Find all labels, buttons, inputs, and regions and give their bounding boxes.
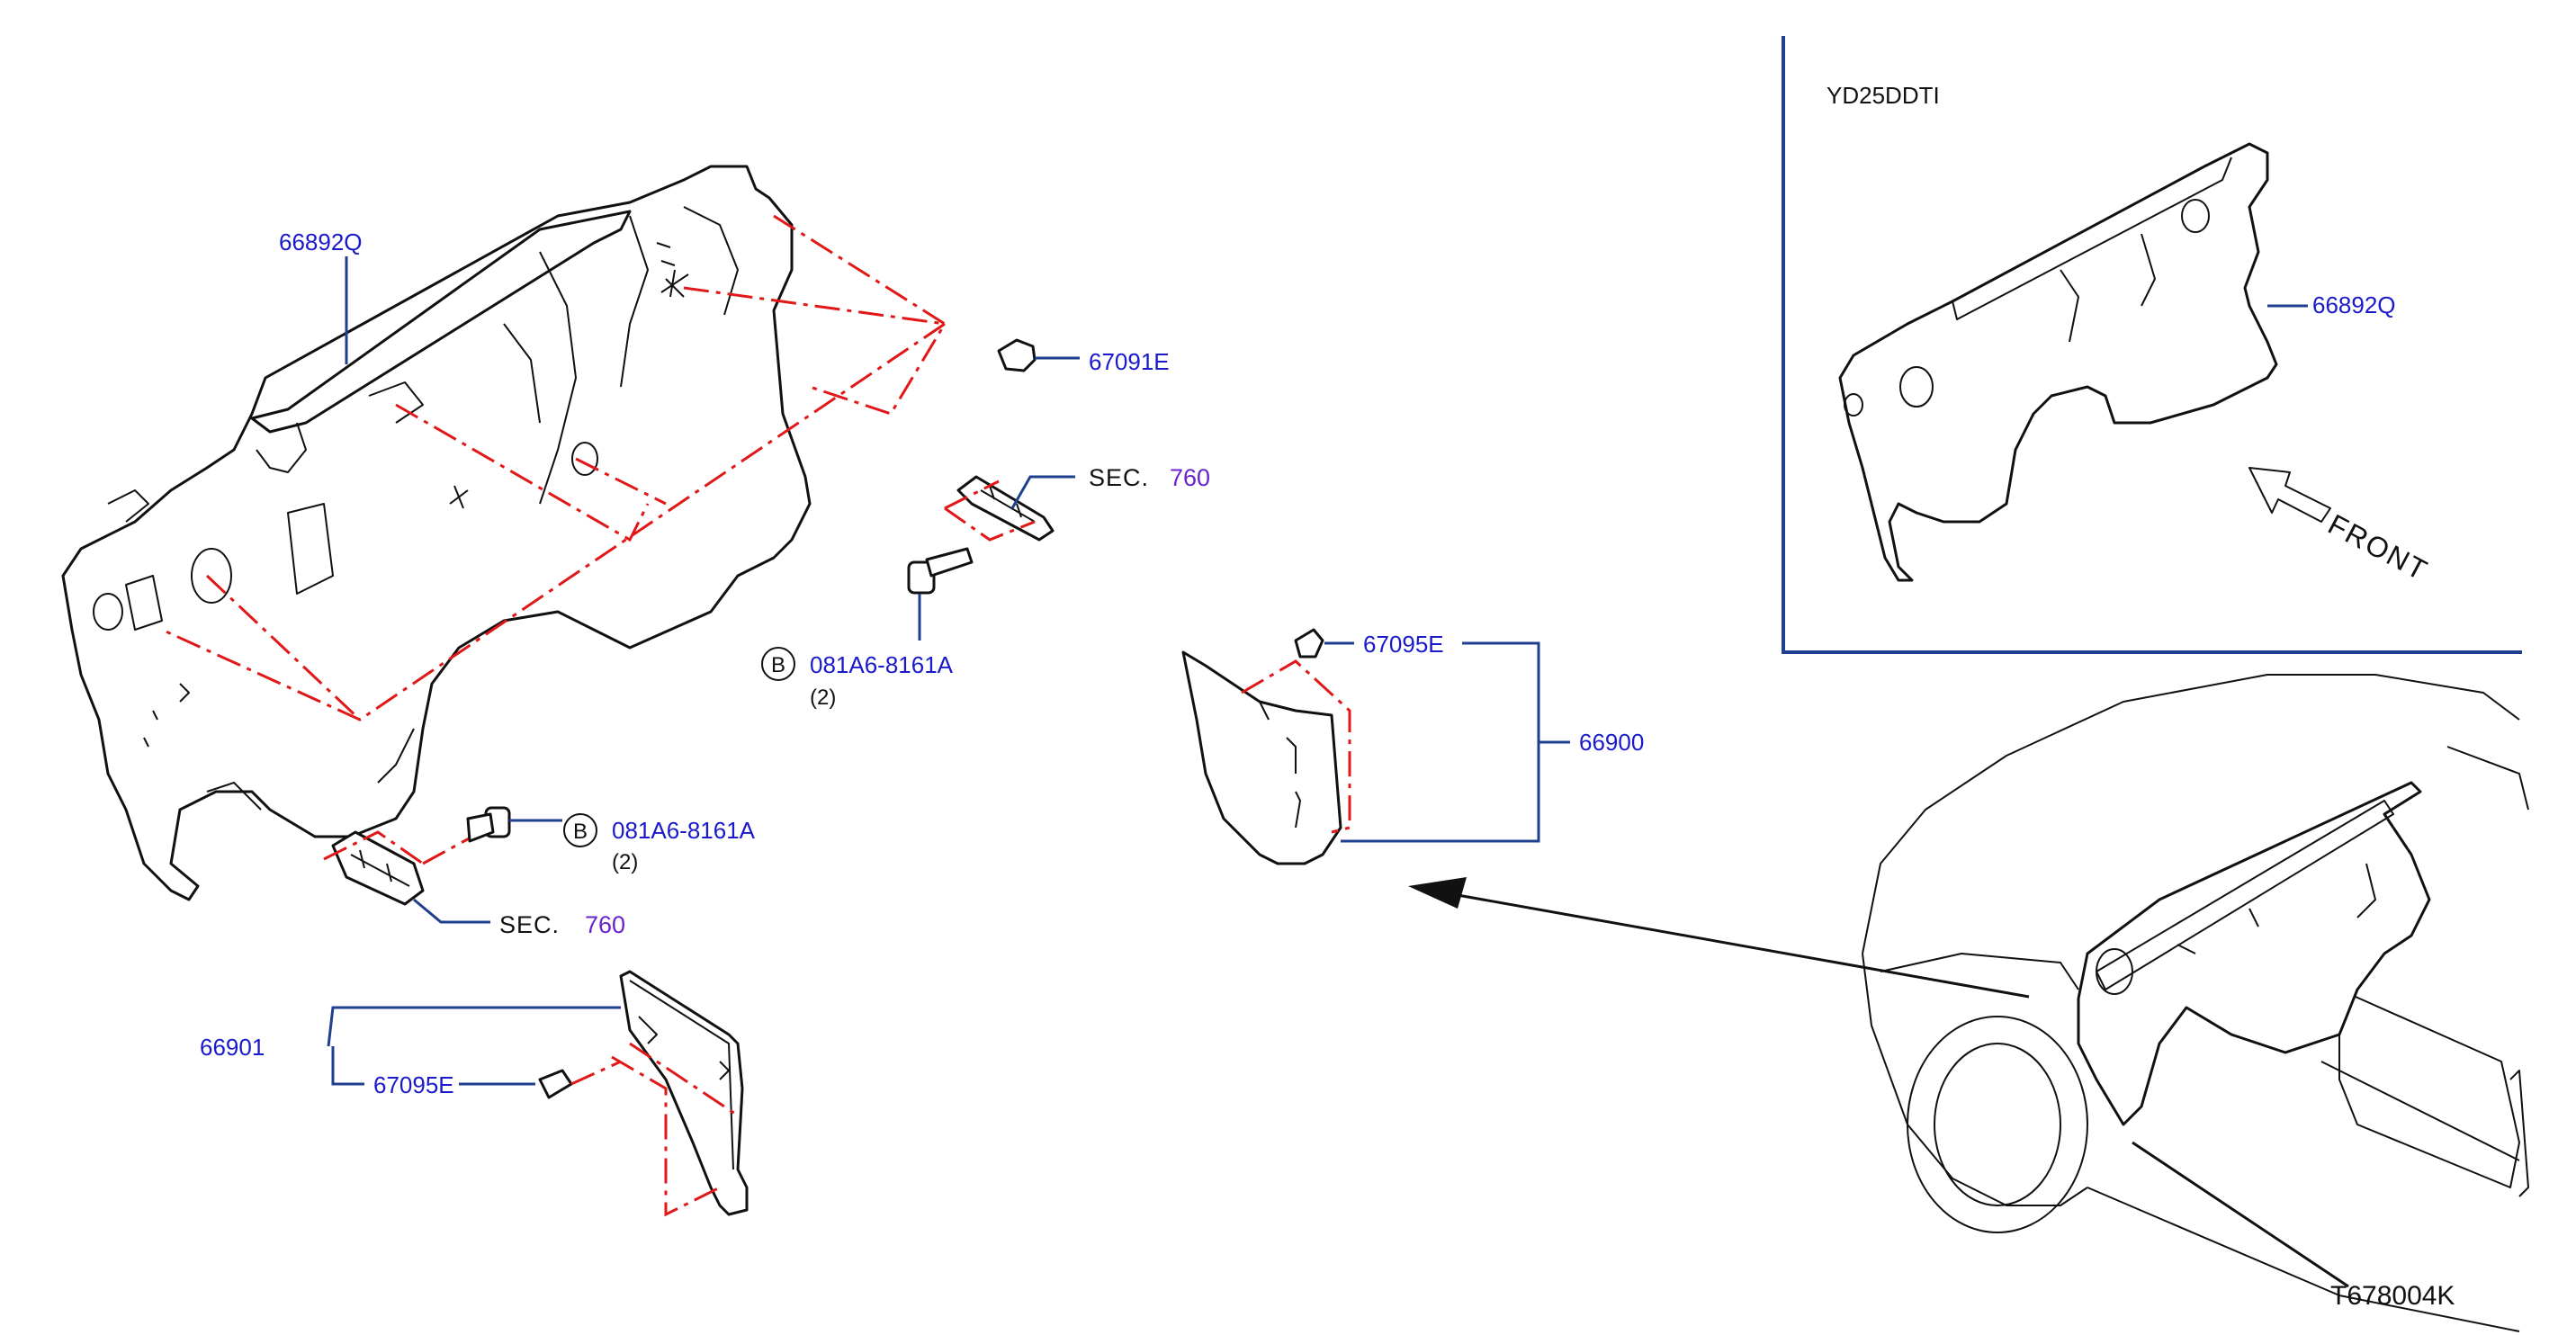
label-66892q-main: 66892Q [279,228,363,255]
clip-67091e-drawing [997,338,1037,372]
bracket-bottom-drawing [331,830,425,906]
bracket-top-drawing [956,475,1055,542]
clip-left-drawing [538,1069,573,1099]
right-side-panel-drawing [1181,650,1342,865]
label-66901: 66901 [200,1034,265,1061]
label-67095e-right: 67095E [1363,631,1444,658]
circled-letter-b-icon: B [761,647,795,681]
label-67091e: 67091E [1089,348,1170,375]
label-front: FRONT [2323,507,2434,587]
left-side-panel-drawing [619,970,749,1216]
label-sec-top: SEC. [1089,464,1149,491]
front-arrow-icon [2248,467,2331,523]
inset-insulator-drawing [1838,142,2278,582]
label-66900: 66900 [1579,729,1644,756]
inset-frame [1782,36,2522,654]
label-sec-top-num[interactable]: 760 [1170,464,1210,491]
dash-insulator-drawing [61,165,812,901]
label-bolt-top-code: 081A6-8161A [810,651,954,678]
circle-b-top: B [771,653,785,677]
vehicle-illustration [1862,674,2529,1332]
phantom-lines-main [161,214,947,721]
label-bolt-bottom-code: 081A6-8161A [612,817,756,844]
clip-right-drawing [1294,628,1324,659]
bolt-bottom-drawing [466,806,511,843]
label-66892q-inset: 66892Q [2312,291,2396,318]
label-sec-bottom: SEC. [499,911,560,938]
label-sec-bottom-num[interactable]: 760 [585,911,625,938]
label-bolt-bottom-qty: (2) [612,850,638,874]
label-engine-yd25ddti: YD25DDTI [1827,82,1940,109]
circled-letter-b-icon: B [563,813,597,847]
pointer-arrow [1408,877,2030,999]
label-figure-code: T678004K [2330,1281,2455,1311]
label-bolt-top-qty: (2) [810,685,836,710]
label-67095e-left: 67095E [373,1071,454,1098]
bolt-top-drawing [907,547,974,595]
circle-b-bottom: B [573,820,588,844]
